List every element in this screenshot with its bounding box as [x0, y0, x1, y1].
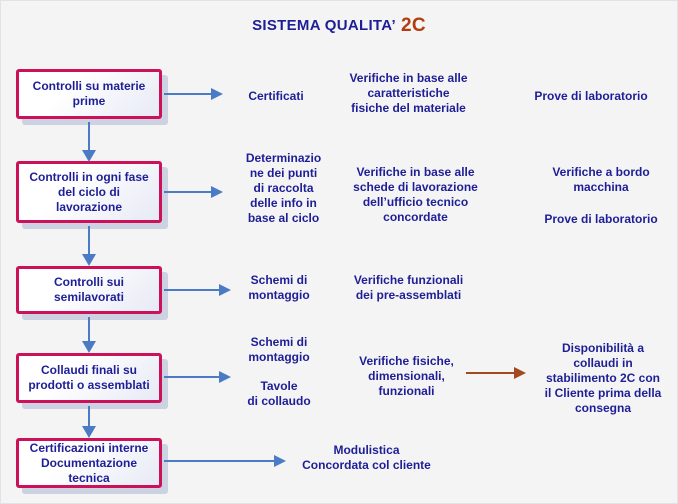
flow-box-controlli-materie-prime: Controlli su materie prime: [16, 69, 162, 119]
note-verifiche-caratteristiche: Verifiche in base alle caratteristiche f…: [349, 71, 468, 115]
note-tavole-collaudo: Tavole di collaudo: [247, 379, 311, 408]
right-arrow-4: [164, 371, 231, 383]
down-arrow-4: [82, 406, 96, 438]
note-verifiche-bordo-macchina: Verifiche a bordo macchina: [552, 165, 650, 194]
page-title-main: SISTEMA QUALITA’: [252, 17, 397, 34]
right-arrow-3: [164, 284, 231, 296]
down-arrow-2: [82, 226, 96, 266]
page-title-accent: 2C: [401, 15, 426, 36]
note-verifiche-funzionali: Verifiche funzionali dei pre-assemblati: [353, 273, 464, 302]
flow-box-certificazioni-interne: Certificazioni interne Documentazione te…: [16, 438, 162, 488]
note-schemi-montaggio-2: Schemi di montaggio: [248, 335, 310, 364]
right-arrow-2: [164, 186, 223, 198]
note-verifiche-schede: Verifiche in base alle schede di lavoraz…: [353, 165, 478, 224]
down-arrow-3: [82, 317, 96, 353]
right-arrow-highlight: [466, 367, 526, 379]
page-title: SISTEMA QUALITA’2C: [1, 15, 677, 37]
right-arrow-1: [164, 88, 223, 100]
note-disponibilita-collaudi: Disponibilità a collaudi in stabilimento…: [544, 341, 662, 415]
note-modulistica: Modulistica Concordata col cliente: [302, 443, 431, 472]
note-prove-laboratorio-2: Prove di laboratorio: [544, 212, 658, 226]
note-schemi-montaggio-1: Schemi di montaggio: [248, 273, 310, 302]
down-arrow-1: [82, 122, 96, 162]
note-determinazione-punti: Determinazio ne dei punti di raccolta de…: [245, 151, 322, 225]
right-arrow-5: [164, 455, 286, 467]
note-certificati: Certificati: [248, 89, 304, 103]
note-prove-laboratorio-1: Prove di laboratorio: [534, 89, 648, 103]
note-verifiche-fisiche: Verifiche fisiche, dimensionali, funzion…: [359, 354, 454, 398]
flow-box-controlli-ciclo-lavorazione: Controlli in ogni fase del ciclo di lavo…: [16, 161, 162, 223]
flow-box-collaudi-finali: Collaudi finali su prodotti o assemblati: [16, 353, 162, 403]
flow-box-controlli-semilavorati: Controlli sui semilavorati: [16, 266, 162, 314]
